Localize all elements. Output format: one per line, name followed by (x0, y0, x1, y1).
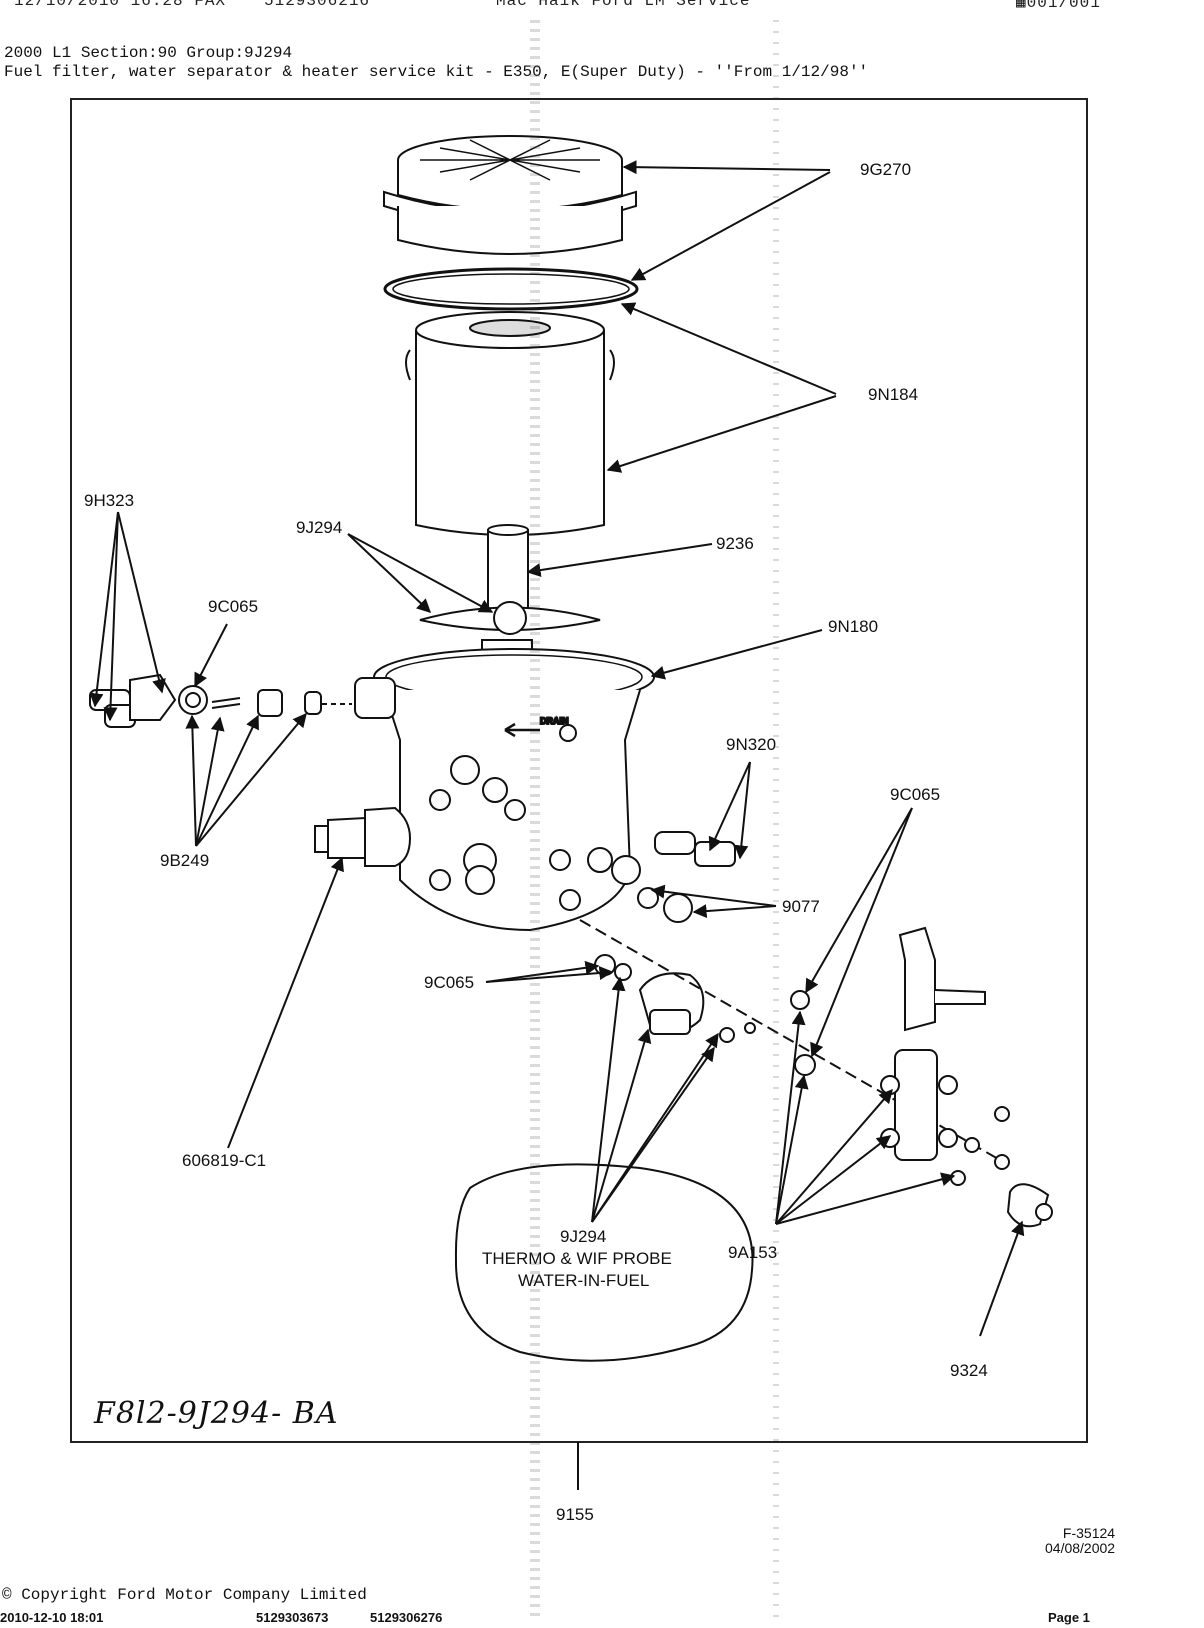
label-9a153: 9A153 (728, 1243, 777, 1262)
fax-page: ▦001/001 (1016, 0, 1101, 12)
scan-streak-left (530, 20, 540, 1620)
fax-header: 12/10/2010 16:28 FAX 5129306216 Mac Haik… (14, 0, 1194, 12)
figure-number: F-35124 (1062, 1525, 1116, 1541)
label-9j294-probe: 9J294 (560, 1227, 606, 1246)
label-9c065-right: 9C065 (890, 785, 940, 804)
probe-note-line-1: THERMO & WIF PROBE (482, 1249, 672, 1268)
filter-cap-drawing (383, 135, 637, 255)
phone-2: 5129306276 (370, 1610, 443, 1625)
label-9077: 9077 (782, 897, 820, 916)
label-9b249: 9B249 (160, 851, 209, 870)
label-9n180: 9N180 (828, 617, 878, 636)
heater-element-drawing (314, 806, 412, 867)
drain-marking: DRAIN (540, 716, 569, 726)
probe-note-outline (454, 1163, 754, 1362)
o-ring-drawing (383, 267, 639, 311)
label-9236: 9236 (716, 534, 754, 553)
label-9g270: 9G270 (860, 160, 911, 179)
label-9j294-upper: 9J294 (296, 518, 342, 537)
filter-element-drawing (405, 311, 615, 536)
scan-streak-right (773, 20, 779, 1620)
copyright-notice: © Copyright Ford Motor Company Limited (2, 1586, 367, 1604)
phone-1: 5129303673 (256, 1610, 329, 1625)
callout-leaders (89, 160, 1025, 1490)
bleed-screw-drawing (89, 673, 352, 728)
label-9155: 9155 (556, 1505, 594, 1524)
print-datetime: 2010-12-10 18:01 (0, 1610, 104, 1625)
housing-drawing: DRAIN (354, 648, 655, 932)
fax-datetime: 12/10/2010 16:28 FAX (14, 0, 227, 10)
page-label: Page 1 (1048, 1610, 1090, 1625)
title-line-2: Fuel filter, water separator & heater se… (4, 63, 869, 81)
figure-id: F-35124 04/08/2002 (1045, 1526, 1115, 1556)
figure-date: 04/08/2002 (1045, 1540, 1116, 1556)
label-9h323: 9H323 (84, 491, 134, 510)
part-labels: 9G270 9N184 9H323 9J294 9236 9C065 9N180… (84, 160, 988, 1524)
label-606819-c1: 606819-C1 (182, 1151, 266, 1170)
heater-gasket-drawing (419, 601, 601, 635)
probe-note-line-2: WATER-IN-FUEL (518, 1271, 649, 1290)
sensor-plugs-drawing (611, 831, 736, 923)
fax-number: 5129306216 (264, 0, 371, 10)
label-9n184: 9N184 (868, 385, 918, 404)
label-9n320: 9N320 (726, 735, 776, 754)
label-9c065-left: 9C065 (208, 597, 258, 616)
label-9324: 9324 (950, 1361, 988, 1380)
handwritten-part-number: F8l2-9J294- BA (94, 1396, 339, 1431)
label-9c065-lower: 9C065 (424, 973, 474, 992)
title-line-1: 2000 L1 Section:90 Group:9J294 (4, 44, 293, 62)
fax-sender: Mac Haik Ford LM Service (496, 0, 751, 10)
